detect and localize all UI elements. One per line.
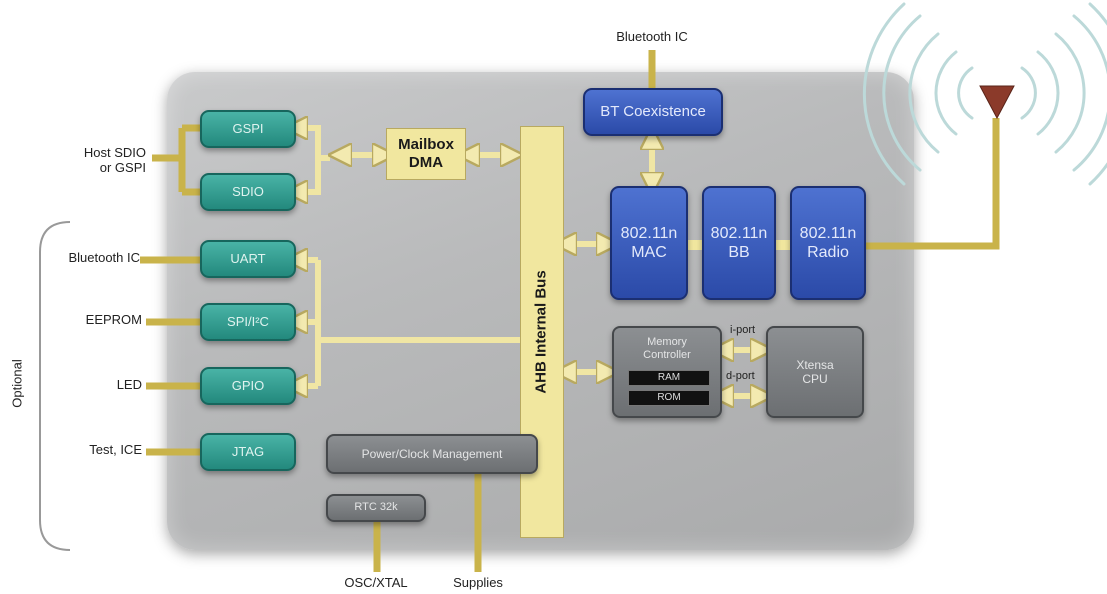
rtc-block: RTC 32k	[326, 494, 426, 522]
led-label: LED	[116, 377, 142, 392]
spi-i2c-block: SPI/I²C	[200, 303, 296, 341]
host-sdio-label: Host SDIO or GSPI	[83, 145, 146, 175]
gspi-block: GSPI	[200, 110, 296, 148]
bb-block: 802.11n BB	[702, 186, 776, 300]
eeprom-label: EEPROM	[85, 312, 142, 327]
sdio-block: SDIO	[200, 173, 296, 211]
uart-block: UART	[200, 240, 296, 278]
memory-controller-label: Memory Controller	[643, 336, 691, 362]
test-ice-label: Test, ICE	[89, 442, 142, 457]
ahb-bus-label: AHB Internal Bus	[533, 270, 551, 394]
ram-bar: RAM	[628, 370, 710, 386]
power-clock-management-block: Power/Clock Management	[326, 434, 538, 474]
ahb-internal-bus: AHB Internal Bus	[520, 126, 564, 538]
optional-label: Optional	[9, 359, 25, 408]
osc-xtal-label: OSC/XTAL	[344, 575, 408, 590]
mac-block: 802.11n MAC	[610, 186, 688, 300]
radio-block: 802.11n Radio	[790, 186, 866, 300]
mailbox-dma-block: Mailbox DMA	[386, 128, 466, 180]
bt-coexistence-block: BT Coexistence	[583, 88, 723, 136]
bluetooth-ic-top-label: Bluetooth IC	[616, 29, 688, 44]
d-port-label: d-port	[726, 370, 755, 382]
gpio-block: GPIO	[200, 367, 296, 405]
rom-bar: ROM	[628, 390, 710, 406]
xtensa-cpu-block: Xtensa CPU	[766, 326, 864, 418]
supplies-label: Supplies	[453, 575, 503, 590]
bluetooth-ic-left-label: Bluetooth IC	[68, 250, 140, 265]
i-port-label: i-port	[730, 324, 756, 336]
jtag-block: JTAG	[200, 433, 296, 471]
